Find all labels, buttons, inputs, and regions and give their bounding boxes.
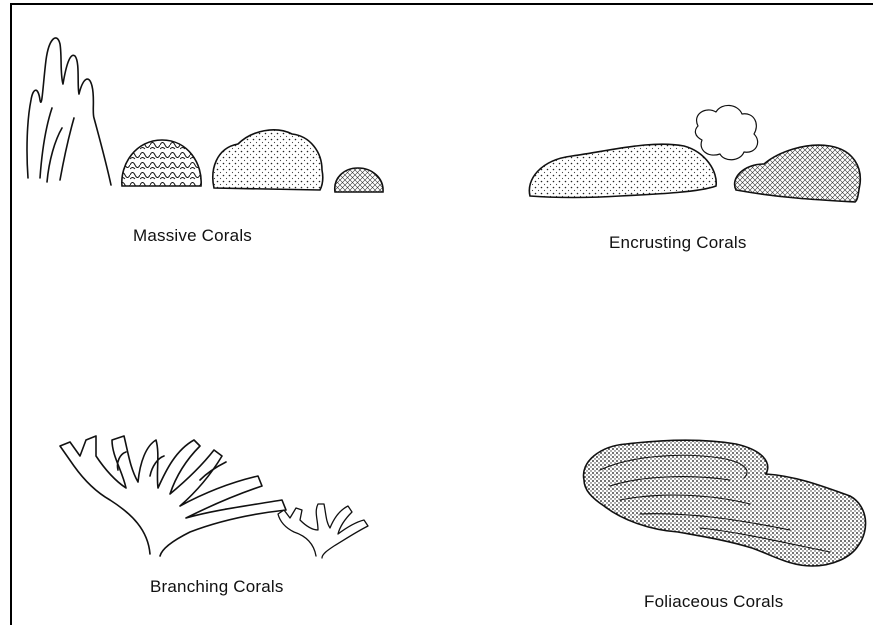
branching-corals-label: Branching Corals <box>150 577 284 597</box>
massive-corals-label: Massive Corals <box>133 226 252 246</box>
foliaceous-corals-label: Foliaceous Corals <box>644 592 783 612</box>
boulder-coral-icon <box>213 130 323 190</box>
spotted-encrusting-coral-icon <box>735 145 861 202</box>
layered-foliaceous-coral-icon <box>583 440 865 566</box>
brain-coral-icon <box>122 140 201 186</box>
small-branching-coral-icon <box>278 504 368 558</box>
flat-encrusting-coral-icon <box>529 144 716 197</box>
large-branching-coral-icon <box>60 436 286 556</box>
lobed-encrusting-coral-icon <box>695 105 757 159</box>
pillar-coral-icon <box>27 38 111 185</box>
small-dome-coral-icon <box>335 168 383 192</box>
encrusting-corals-label: Encrusting Corals <box>609 233 747 253</box>
